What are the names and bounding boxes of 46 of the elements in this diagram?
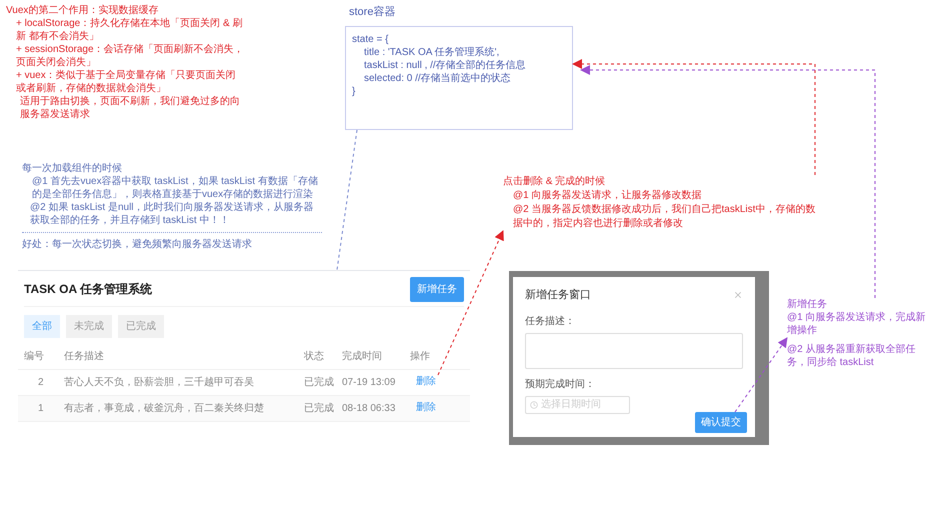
- tab: 未完成: [66, 315, 112, 338]
- column-header: 完成时间: [342, 350, 383, 364]
- code-line: }: [352, 85, 356, 98]
- code-line: taskList : null , //存储全部的任务信息: [363, 59, 527, 72]
- column-header: 编号: [24, 350, 45, 364]
- note-heading: Vuex的第二个作用：实现数据缓存: [6, 4, 160, 17]
- panel-title: TASK OA 任务管理系统: [24, 280, 152, 298]
- note-text: + localStorage：持久化存储在本地「页面关闭 & 刷新 都有不会消失」: [15, 17, 244, 43]
- delete-link: 删除: [416, 375, 436, 389]
- box-heading: store容器: [349, 6, 396, 19]
- table-cell-text: 08-18 06:33: [342, 402, 396, 416]
- note-text: 适用于路由切换，页面不刷新，我们避免过多的向服务器发送请求: [19, 95, 241, 121]
- tab: 已完成: [118, 315, 164, 338]
- arrow: [734, 337, 788, 412]
- note-text: @1 首先去vuex容器中获取 taskList，如果 taskList 有数据「存储的是全部任务信息」，则表格直接基于vuex存储的数据进行渲染: [31, 175, 319, 201]
- field-label: 任务描述：: [525, 314, 576, 328]
- column-header: 操作: [410, 350, 430, 364]
- annotation-note: 新增任务 @1 向服务器发送请求，完成新增操作 @2 从服务器重新获取全部任务，同步给 taskList: [787, 298, 927, 369]
- connector-line: [336, 130, 358, 270]
- code-line: state = {: [352, 33, 390, 46]
- table-cell-text: 2: [37, 376, 45, 390]
- annotation-note: 点击删除 & 完成的时候 @1 向服务器发送请求，让服务器修改数据 @2 当服务器反馈数据修改成功后，我们自己把taskList中，存储的数据中的，指定内容也进行删除或者修改: [503, 175, 821, 231]
- tab: 全部: [24, 315, 60, 338]
- add-task-button: 新增任务: [410, 277, 464, 302]
- field-label: 预期完成时间：: [525, 378, 596, 392]
- note-text: @2 如果 taskList 是null，此时我们向服务器发送请求，从服务器获取全部的任务，并且存储到 taskList 中！！: [29, 201, 315, 227]
- arrow: [438, 230, 504, 376]
- table-cell-text: 有志者，事竟成，破釜沉舟，百二秦关终归楚: [64, 402, 265, 416]
- arrow: [580, 65, 876, 298]
- note-text: + sessionStorage：会话存储「页面刷新不会消失，页面关闭会消失」: [15, 43, 244, 69]
- dialog-title: 新增任务窗口: [525, 288, 591, 303]
- code-line: selected: 0 //存储当前选中的状态: [363, 72, 512, 85]
- table-cell-text: 1: [37, 402, 45, 416]
- column-header: 状态: [304, 350, 325, 364]
- note-text: 好处：每一次状态切换，避免频繁向服务器发送请求: [22, 238, 253, 251]
- table-cell-text: 07-19 13:09: [342, 376, 396, 390]
- table-cell-text: 已完成: [304, 402, 335, 416]
- column-header: 任务描述: [64, 350, 105, 364]
- note-heading: 每一次加载组件的时候: [22, 162, 123, 175]
- table-cell-text: 苦心人天不负，卧薪尝胆，三千越甲可吞吴: [64, 376, 255, 390]
- arrow: [572, 59, 816, 176]
- delete-link: 删除: [416, 401, 436, 415]
- table-cell-text: 已完成: [304, 376, 335, 390]
- submit-button: 确认提交: [695, 412, 747, 433]
- note-text: + vuex：类似于基于全局变量存储「只要页面关闭或者刷新，存储的数据就会消失」: [15, 69, 237, 95]
- code-line: title : 'TASK OA 任务管理系统',: [363, 46, 500, 59]
